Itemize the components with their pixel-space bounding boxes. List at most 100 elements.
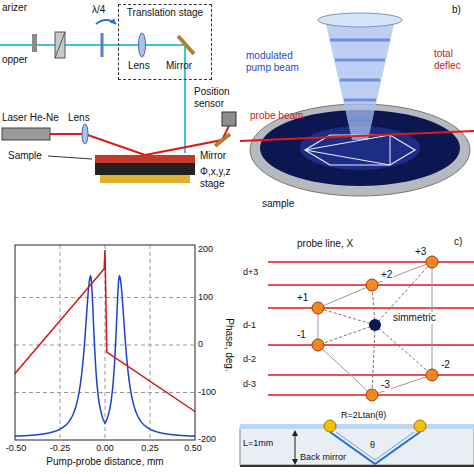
- polarizer-symbol: [55, 32, 65, 58]
- pump-beam-line: [0, 44, 185, 46]
- part-name: Sample: [8, 150, 42, 162]
- probe-line: [268, 307, 474, 309]
- reflected-ray: [336, 432, 414, 460]
- part-name: λ/4: [92, 4, 105, 16]
- spokes: [318, 262, 432, 395]
- callout-number: -3: [380, 379, 391, 391]
- beam-name: probe beam: [250, 110, 303, 122]
- grid-line: [60, 245, 61, 440]
- grid-line: [15, 297, 195, 298]
- angle-symbol: θ: [370, 440, 375, 451]
- probe-beam-line: [50, 134, 145, 155]
- part-name: opper: [2, 54, 28, 66]
- tick-label: 100: [198, 292, 213, 303]
- part-name: Position sensor: [194, 86, 240, 110]
- part-name: Back mirror: [300, 452, 346, 463]
- probe-beam-line: [240, 131, 474, 141]
- tick-label: -100: [198, 387, 216, 398]
- part-name: Mirror: [166, 60, 192, 72]
- rotation-arrow: [110, 18, 116, 24]
- box-heading: Translation stage: [119, 5, 211, 21]
- arrow-head: [292, 459, 298, 465]
- probe-point: [366, 279, 378, 291]
- amplitude-curve: [15, 276, 195, 436]
- axis-name: probe line, X: [296, 238, 354, 250]
- dimension: d+3: [243, 267, 258, 278]
- probe-geometry-panel: [240, 256, 474, 466]
- arrow-head: [292, 430, 298, 436]
- grid: [15, 245, 195, 440]
- note: simmetric: [392, 312, 437, 324]
- polarizer-symbol: [55, 32, 65, 58]
- probe-line: [268, 344, 474, 346]
- back-mirror-line: [240, 465, 474, 467]
- plot-frame: [15, 245, 195, 440]
- pump-beam-stripe: [349, 119, 371, 122]
- pump-beam-stripe: [344, 99, 376, 102]
- tick-label: 0.00: [96, 443, 114, 454]
- pump-beam-stripe: [335, 59, 385, 62]
- film-layer: [240, 424, 474, 429]
- spoke: [318, 308, 375, 325]
- callout-number: +3: [414, 246, 427, 258]
- part-name: Lens: [68, 112, 90, 124]
- axis-title: Pump-probe distance, mm: [46, 456, 163, 468]
- reflection-path: [305, 135, 390, 165]
- dimension: d-2: [243, 354, 256, 365]
- thickness-arrow: [295, 432, 296, 463]
- axis-title: Phase, deg.: [223, 318, 235, 371]
- beam-name: total deflec: [434, 48, 472, 72]
- panel-letter: c): [454, 236, 462, 248]
- lens-symbol: [82, 124, 88, 144]
- chopper-symbol: [32, 34, 37, 52]
- tick-label: 0: [198, 339, 203, 350]
- pump-beam-cone: [326, 24, 394, 140]
- panel-letter: b): [452, 4, 461, 16]
- callout-number: -2: [440, 359, 451, 371]
- probe-point: [366, 389, 378, 401]
- phase-chart: [15, 245, 195, 440]
- reflection-path: [305, 135, 415, 165]
- part-name: Mirror: [200, 150, 226, 162]
- grid-line: [15, 345, 195, 346]
- spot-marker: [324, 420, 336, 432]
- leader-line: [48, 156, 92, 159]
- pump-probe-panel: [240, 13, 474, 196]
- pump-beam-stripe: [330, 39, 390, 42]
- probe-points: [312, 256, 438, 401]
- pump-point: [369, 319, 381, 331]
- part-name: arizer: [2, 2, 27, 14]
- position-sensor: [222, 112, 236, 126]
- waveplate-symbol: [101, 33, 104, 57]
- callout-number: -1: [296, 329, 307, 341]
- probe-point: [426, 256, 438, 268]
- callout-number: +2: [380, 269, 393, 281]
- laser-body: [2, 128, 50, 140]
- formula: R=2Ltan(θ): [340, 410, 387, 421]
- probe-lines: [268, 262, 474, 395]
- pump-beam-stripes: [330, 40, 390, 120]
- grid-line: [150, 245, 151, 440]
- tick-label: 0.25: [141, 443, 159, 454]
- lens-symbol: [139, 33, 146, 57]
- focusing-lens: [318, 13, 402, 27]
- probe-point: [426, 369, 438, 381]
- dimension: d-3: [243, 379, 256, 390]
- probe-line: [268, 261, 474, 263]
- callout-number: +1: [296, 292, 309, 304]
- sample-plate: [95, 155, 195, 163]
- spoke: [375, 325, 432, 375]
- sample-disk: [260, 110, 460, 186]
- phase-curve: [15, 250, 195, 412]
- spoke: [372, 325, 375, 395]
- hexagon-outline: [318, 262, 432, 395]
- tick-label: -0.25: [50, 443, 71, 454]
- probe-point: [312, 339, 324, 351]
- part-name: Lens: [128, 60, 150, 72]
- pump-beam-stripe: [340, 79, 380, 82]
- dimension: L=1mm: [243, 438, 273, 449]
- stage-base: [100, 175, 190, 183]
